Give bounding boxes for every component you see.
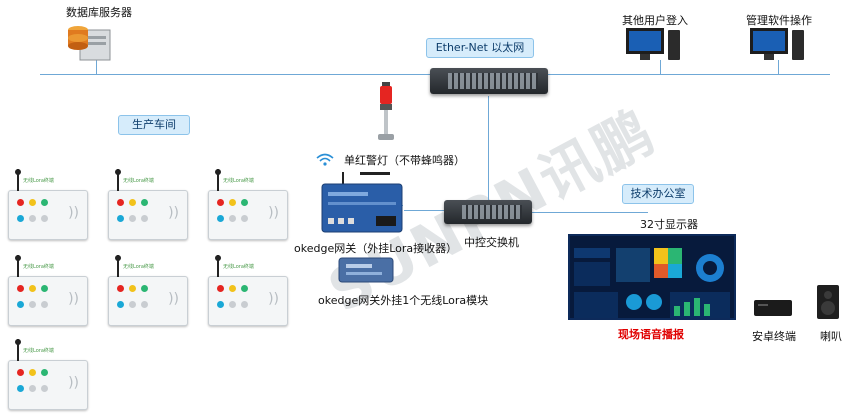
- device-tag-label: 无线Lora终端: [223, 178, 254, 184]
- ethernet-label: Ether-Net 以太网: [426, 38, 534, 58]
- desktop-computer-icon: [626, 28, 682, 62]
- wifi-icon: )): [68, 205, 79, 221]
- voice-broadcast-label: 现场语音播报: [618, 328, 684, 341]
- db-server-icon: [66, 22, 112, 62]
- device-tag-label: 无线Lora终端: [123, 264, 154, 270]
- network-switch-icon: [444, 200, 532, 224]
- admin-software-label: 管理软件操作: [746, 14, 812, 27]
- workshop-label: 生产车间: [118, 115, 190, 135]
- device-tag-label: 无线Lora终端: [23, 348, 54, 354]
- core-to-office-line: [528, 212, 648, 213]
- lora-sensor-device-icon: 无线Lora终端)): [208, 169, 288, 240]
- main-switch-to-core-link: [488, 96, 489, 208]
- wifi-icon: )): [268, 291, 279, 307]
- lora-sensor-device-icon: 无线Lora终端)): [8, 339, 88, 410]
- display-label: 32寸显示器: [640, 218, 698, 231]
- wifi-icon: )): [268, 205, 279, 221]
- gateway-lora-label: okedge网关外挂1个无线Lora模块: [318, 294, 489, 307]
- speaker-label: 喇叭: [820, 330, 842, 343]
- android-terminal-label: 安卓终端: [752, 330, 796, 343]
- wifi-icon: [316, 152, 334, 166]
- device-tag-label: 无线Lora终端: [23, 178, 54, 184]
- lora-sensor-device-icon: 无线Lora终端)): [108, 255, 188, 326]
- speaker-icon: [816, 284, 840, 320]
- device-tag-label: 无线Lora终端: [223, 264, 254, 270]
- device-tag-label: 无线Lora终端: [123, 178, 154, 184]
- lora-sensor-device-icon: 无线Lora终端)): [108, 169, 188, 240]
- network-switch-icon: [430, 68, 548, 94]
- tech-office-label: 技术办公室: [622, 184, 694, 204]
- lora-sensor-device-icon: 无线Lora终端)): [208, 255, 288, 326]
- wifi-icon: )): [168, 205, 179, 221]
- lora-module-icon: [338, 256, 394, 284]
- admin-link: [778, 60, 779, 74]
- gateway-device-icon: [320, 172, 404, 234]
- wifi-icon: )): [168, 291, 179, 307]
- wifi-icon: )): [68, 375, 79, 391]
- warning-light-icon: [374, 82, 398, 144]
- dashboard-display: [568, 234, 736, 320]
- wifi-icon: )): [68, 291, 79, 307]
- lora-sensor-device-icon: 无线Lora终端)): [8, 169, 88, 240]
- db-server-link: [96, 60, 97, 74]
- android-box-icon: [752, 296, 794, 318]
- device-tag-label: 无线Lora终端: [23, 264, 54, 270]
- gateway-to-switch-line: [404, 210, 444, 211]
- lora-sensor-device-icon: 无线Lora终端)): [8, 255, 88, 326]
- warning-light-label: 单红警灯（不带蜂鸣器）: [344, 154, 465, 167]
- other-users-link: [660, 60, 661, 74]
- gateway-label: okedge网关（外挂Lora接收器）: [294, 242, 458, 255]
- core-switch-label: 中控交换机: [464, 236, 519, 249]
- other-users-label: 其他用户登入: [622, 14, 688, 27]
- db-server-label: 数据库服务器: [66, 6, 132, 19]
- desktop-computer-icon: [750, 28, 806, 62]
